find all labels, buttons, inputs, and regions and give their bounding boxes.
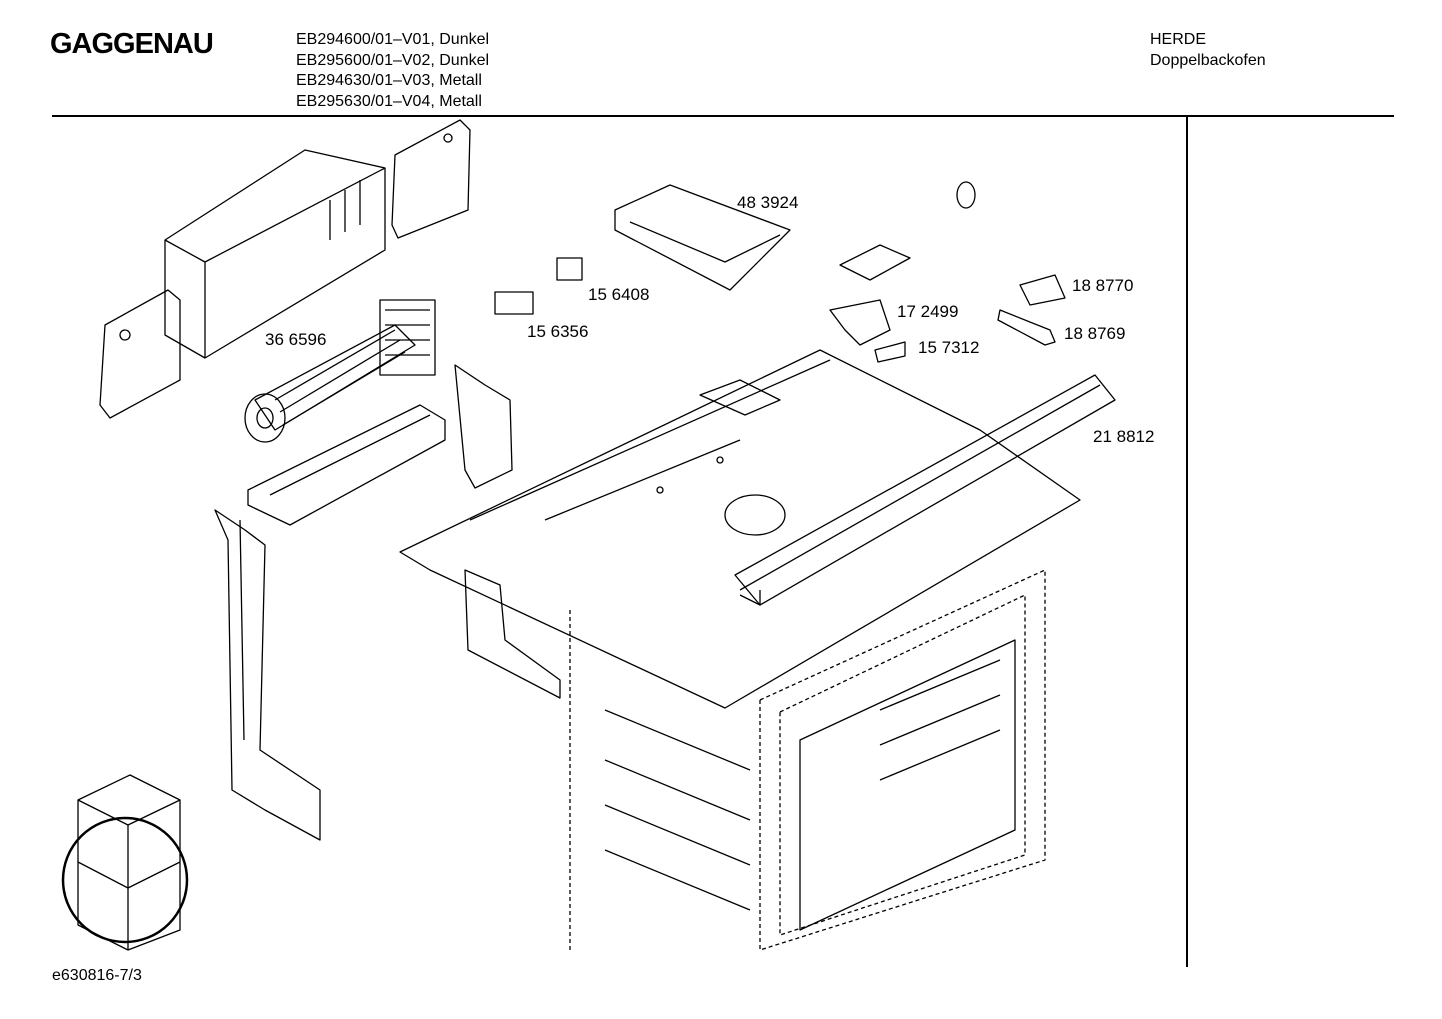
header-divider — [52, 115, 1394, 117]
duct-assembly-drawing — [99, 119, 471, 419]
rail-drawing — [734, 374, 1116, 606]
part-label-fan-motor: 36 6596 — [265, 330, 327, 349]
part-label-switch-b: 15 6356 — [527, 322, 589, 341]
part-label-cover-plate: 48 3924 — [737, 193, 799, 212]
part-label-microswitch: 18 8770 — [1072, 276, 1134, 295]
diagram-id: e630816-7/3 — [52, 967, 142, 984]
model-line: EB295600/01–V02, Dunkel — [296, 51, 490, 69]
part-label-bracket: 17 2499 — [897, 302, 959, 321]
oven-body-drawing — [569, 569, 1046, 951]
part-label-sensor: 15 7312 — [918, 338, 980, 357]
left-bracket-drawing — [214, 364, 561, 841]
brand-logo: GAGGENAU — [50, 28, 214, 60]
category-block: HERDE Doppelbackofen — [1150, 30, 1266, 71]
fan-motor-drawing — [244, 299, 436, 443]
part-label-rail: 21 8812 — [1093, 427, 1155, 446]
model-line: EB295630/01–V04, Metall — [296, 92, 482, 110]
model-list: EB294600/01–V01, Dunkel EB295600/01–V02,… — [296, 30, 489, 112]
part-label-plunger: 18 8769 — [1064, 324, 1126, 343]
part-label-switch-a: 15 6408 — [588, 285, 650, 304]
small-components-drawing — [494, 181, 1066, 363]
overview-thumbnail-drawing — [61, 774, 189, 951]
cover-plate-drawing — [614, 184, 791, 291]
model-line: EB294600/01–V01, Dunkel — [296, 31, 490, 48]
oven-door-drawing — [604, 639, 1016, 931]
category-label: HERDE — [1150, 31, 1207, 48]
product-label: Doppelbackofen — [1150, 51, 1266, 69]
side-divider — [1186, 117, 1188, 967]
base-plate-drawing — [399, 349, 1081, 709]
model-line: EB294630/01–V03, Metall — [296, 72, 482, 89]
